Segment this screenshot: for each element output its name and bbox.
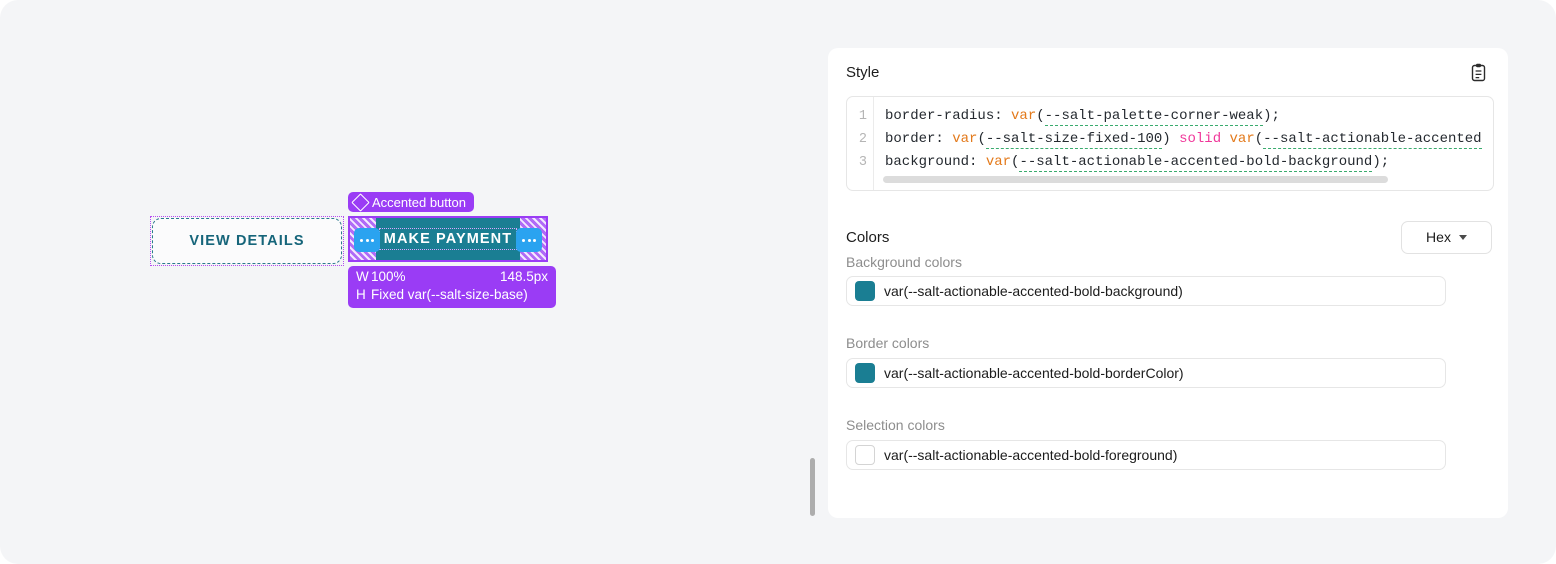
code-token: ( (1011, 154, 1020, 170)
view-details-button[interactable]: VIEW DETAILS (152, 218, 342, 264)
code-token: background: (885, 154, 986, 170)
selection-color-field[interactable]: var(--salt-actionable-accented-bold-fore… (846, 440, 1446, 470)
line-number: 1 (858, 109, 867, 124)
code-token: ); (1263, 108, 1280, 124)
code-token: border-radius: (885, 108, 1012, 124)
panel-vertical-scrollbar[interactable] (810, 458, 815, 516)
make-payment-label: MAKE PAYMENT (378, 228, 518, 250)
dot (365, 238, 369, 242)
view-details-selection-outline: VIEW DETAILS (150, 216, 344, 266)
color-swatch[interactable] (855, 363, 875, 383)
code-token: --salt-size-fixed-100 (985, 131, 1163, 149)
dot (371, 238, 374, 242)
code-line: border: var(--salt-size-fixed-100) solid… (885, 128, 1493, 151)
style-panel-header: Style (828, 48, 1508, 96)
code-token: --salt-palette-corner-weak (1044, 108, 1264, 126)
dot (527, 238, 531, 242)
button-group: VIEW DETAILS Accented button MAKE PAYMEN… (150, 192, 556, 308)
code-token: ( (1036, 108, 1045, 124)
make-payment-button[interactable]: MAKE PAYMENT (376, 218, 520, 260)
width-key: W (356, 269, 369, 284)
background-colors-label: Background colors (846, 254, 962, 270)
width-value: 100% (371, 269, 406, 284)
code-token: solid (1179, 131, 1222, 147)
padding-handle-right[interactable] (516, 228, 542, 252)
height-value: Fixed var(--salt-size-base) (371, 287, 528, 302)
code-token: ( (1254, 131, 1264, 147)
design-canvas[interactable]: VIEW DETAILS Accented button MAKE PAYMEN… (0, 0, 800, 564)
chevron-down-icon (1458, 234, 1467, 240)
border-color-field[interactable]: var(--salt-actionable-accented-bold-bord… (846, 358, 1446, 388)
color-token-value: var(--salt-actionable-accented-bold-fore… (884, 447, 1178, 463)
width-pixels: 148.5px (499, 269, 548, 284)
diamond-component-icon (351, 192, 370, 212)
code-line: border-radius: var(--salt-palette-corner… (885, 105, 1493, 128)
code-token: ); (1372, 154, 1390, 170)
colors-title: Colors (846, 228, 890, 246)
color-format-value: Hex (1426, 229, 1451, 245)
color-token-value: var(--salt-actionable-accented-bold-bord… (884, 365, 1184, 381)
style-panel: Style 1 2 3 border-radius: var(--salt-pa… (828, 48, 1508, 518)
clipboard-icon[interactable] (1464, 58, 1492, 86)
line-number: 3 (858, 155, 867, 170)
code-token: --salt-actionable-accented-bold-backgrou… (1019, 154, 1373, 172)
padding-visualisation-frame[interactable]: MAKE PAYMENT (348, 216, 548, 262)
line-number: 2 (858, 132, 867, 147)
style-code-editor[interactable]: 1 2 3 border-radius: var(--salt-palette-… (846, 96, 1494, 191)
background-color-field[interactable]: var(--salt-actionable-accented-bold-back… (846, 276, 1446, 306)
padding-handle-left[interactable] (354, 228, 380, 252)
editor-line-numbers: 1 2 3 (847, 97, 874, 190)
editor-code-body[interactable]: border-radius: var(--salt-palette-corner… (874, 97, 1493, 174)
code-line: background: var(--salt-actionable-accent… (885, 151, 1493, 174)
dot (522, 238, 525, 242)
make-payment-wrapper: Accented button MAKE PAYMENT (348, 192, 556, 308)
code-token: var (952, 131, 978, 147)
color-format-select[interactable]: Hex (1401, 220, 1492, 254)
selection-colors-label: Selection colors (846, 417, 945, 433)
dot (533, 238, 536, 242)
page-title: Style (846, 63, 880, 81)
code-token: var (1011, 108, 1037, 124)
code-token: ( (977, 131, 986, 147)
code-token (1221, 131, 1229, 147)
size-tooltip: W 100% 148.5px H Fixed var(--salt-size-b… (348, 266, 556, 308)
height-key: H (356, 287, 366, 302)
color-swatch[interactable] (855, 445, 875, 465)
color-swatch[interactable] (855, 281, 875, 301)
code-token: var (985, 154, 1012, 170)
color-token-value: var(--salt-actionable-accented-bold-back… (884, 283, 1183, 299)
code-token: border: (885, 131, 953, 147)
code-token: var (1229, 131, 1255, 147)
code-token: --salt-actionable-accented (1263, 131, 1482, 149)
editor-horizontal-scrollbar[interactable] (883, 176, 1388, 183)
component-name-badge[interactable]: Accented button (348, 192, 474, 212)
colors-section-header: Colors Hex (846, 220, 1492, 254)
border-colors-label: Border colors (846, 335, 930, 351)
width-row: W 100% 148.5px (356, 268, 548, 286)
code-token: ) (1162, 131, 1180, 147)
dot (360, 238, 363, 242)
height-row: H Fixed var(--salt-size-base) (356, 286, 548, 304)
component-name-label: Accented button (372, 194, 466, 210)
